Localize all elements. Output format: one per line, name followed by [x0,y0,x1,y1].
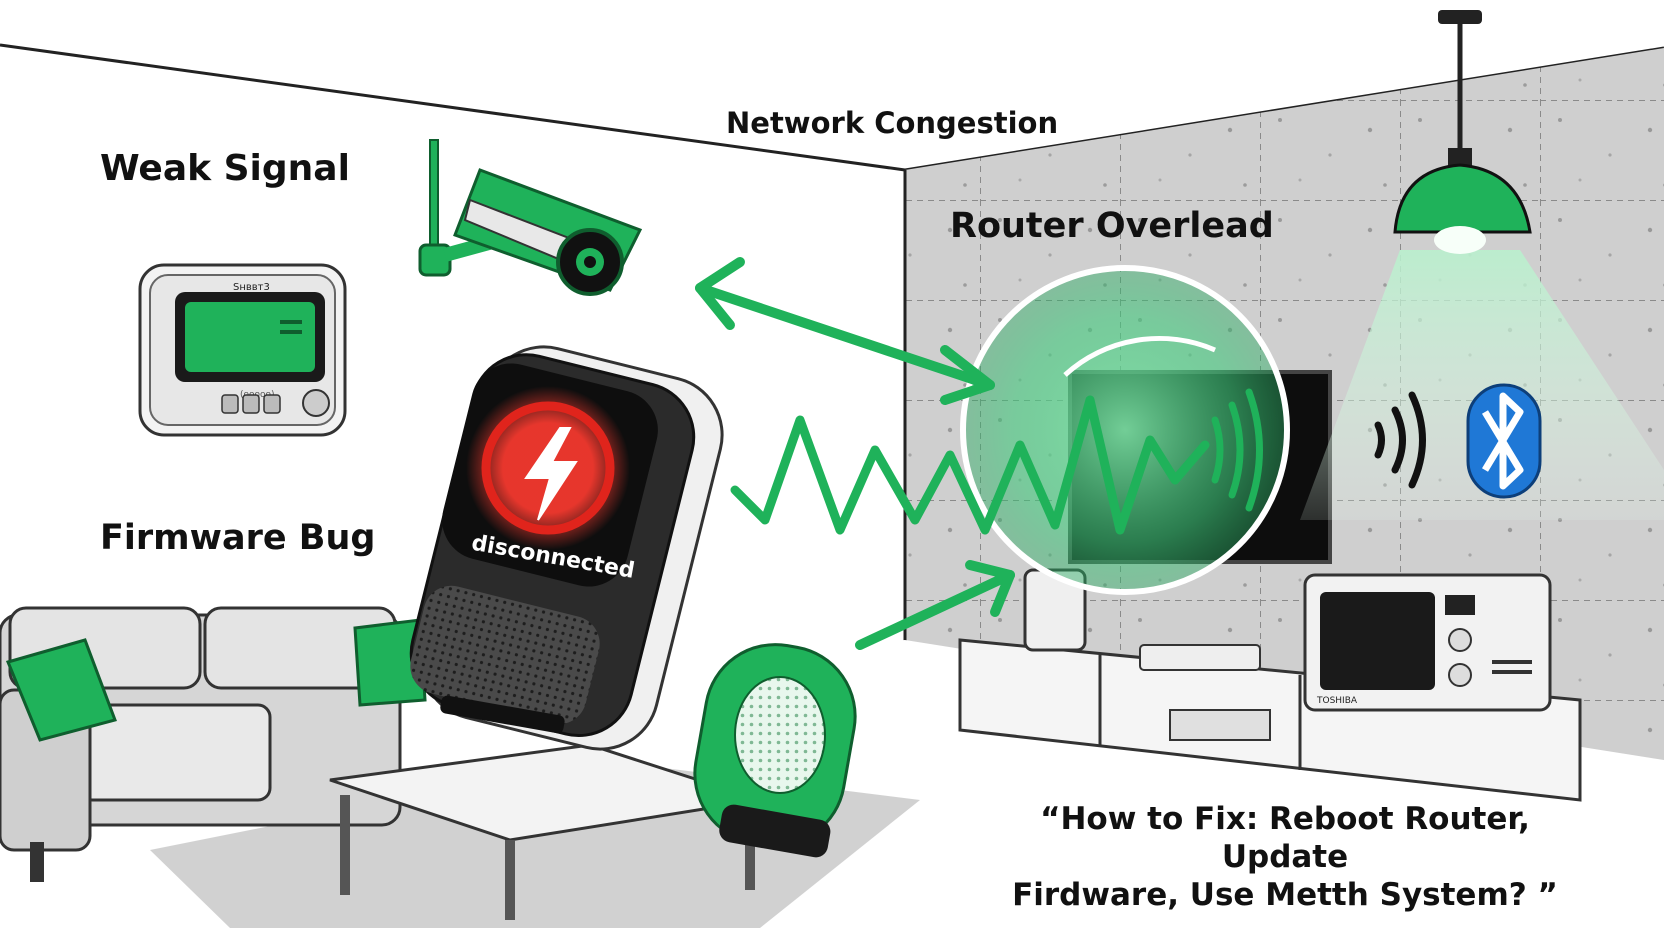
firmware-bug-label: Firmware Bug [100,518,376,558]
how-to-fix-line-2: Firdware, Use Metth System? ” [1012,877,1558,913]
thermostat-brand: Sнввт3 [233,282,270,293]
network-congestion-label: Network Congestion [726,106,1059,140]
lightning-bolt-icon [524,427,578,521]
bluetooth-icon [1466,383,1542,499]
signal-arrows [695,257,1015,650]
how-to-fix-line-1: “How to Fix: Reboot Router, Update [1040,801,1530,875]
smart-speaker-disconnected: disconnected [409,345,724,751]
microwave: TOSHIBA [1303,573,1552,712]
weak-signal-label: Weak Signal [100,148,350,189]
sofa [0,606,427,882]
microwave-brand: TOSHIBA [1316,696,1358,706]
green-smart-speaker [693,643,857,858]
router-overload-label: Router Overlead [950,206,1274,246]
how-to-fix-caption: “How to Fix: Reboot Router, Update Firdw… [985,800,1585,914]
pendant-lamp [1300,10,1664,520]
security-camera [418,139,643,296]
coffee-table [329,743,761,920]
tv-stand [958,568,1582,802]
wifi-waves-icon [1374,391,1426,489]
interference-wave [730,388,1263,535]
thermostat: Sнввт3 (ooooo) [138,263,347,437]
